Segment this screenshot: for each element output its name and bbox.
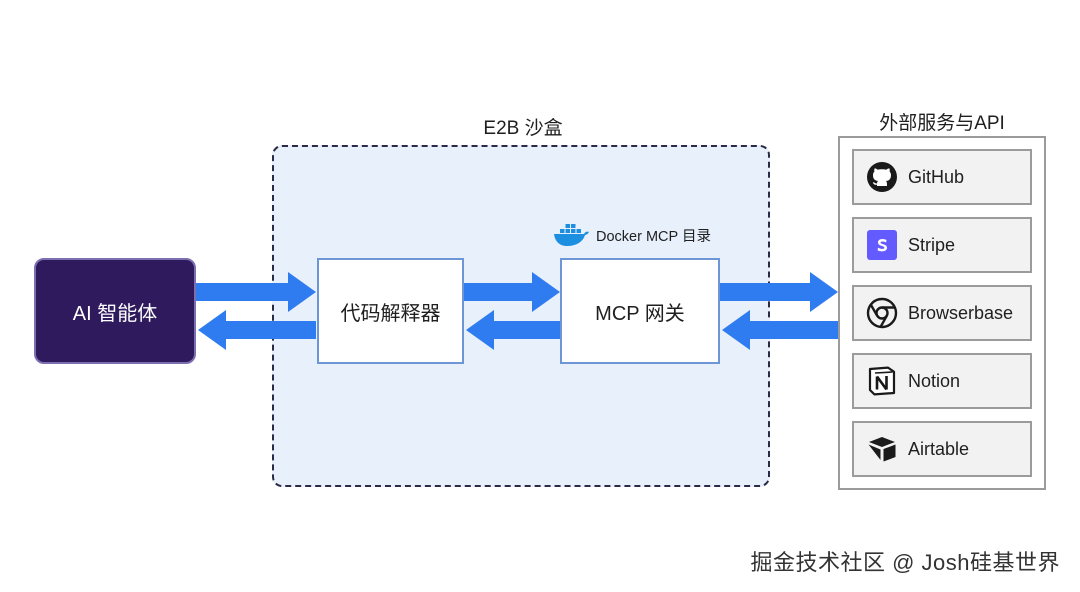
docker-mcp-catalog: Docker MCP 目录 xyxy=(552,222,711,248)
airtable-icon xyxy=(866,433,898,465)
stripe-icon xyxy=(866,229,898,261)
code-interpreter-node: 代码解释器 xyxy=(317,258,464,364)
service-airtable-label: Airtable xyxy=(908,438,970,459)
sandbox-title: E2B 沙盒 xyxy=(483,118,563,139)
service-airtable: Airtable xyxy=(852,421,1032,477)
arrow-interpreter-to-gateway xyxy=(464,272,560,312)
service-notion: Notion xyxy=(852,353,1032,409)
ai-agent-label: AI 智能体 xyxy=(72,302,158,325)
service-stripe: Stripe xyxy=(852,217,1032,273)
docker-whale-icon xyxy=(554,224,589,246)
arrow-agent-to-interpreter xyxy=(196,272,316,312)
ai-agent-node: AI 智能体 xyxy=(34,258,196,364)
mcp-gateway-label: MCP 网关 xyxy=(595,302,685,325)
service-stripe-label: Stripe xyxy=(908,234,956,255)
service-notion-label: Notion xyxy=(908,370,961,391)
code-interpreter-label: 代码解释器 xyxy=(340,302,441,325)
mcp-gateway-node: MCP 网关 xyxy=(560,258,720,364)
arrow-gateway-to-external xyxy=(720,272,838,312)
service-github-label: GitHub xyxy=(908,166,965,187)
github-icon xyxy=(866,161,898,193)
arrow-gateway-to-interpreter xyxy=(466,310,560,350)
arrow-interpreter-to-agent xyxy=(198,310,316,350)
docker-mcp-catalog-label: Docker MCP 目录 xyxy=(596,228,711,245)
service-browserbase-label: Browserbase xyxy=(908,302,1014,323)
service-github: GitHub xyxy=(852,149,1032,205)
notion-icon xyxy=(866,365,898,397)
browserbase-icon xyxy=(866,297,898,329)
service-browserbase: Browserbase xyxy=(852,285,1032,341)
external-services-title: 外部服务与API xyxy=(879,113,1005,134)
watermark: 掘金技术社区 @ Josh硅基世界 xyxy=(750,550,1060,575)
arrow-external-to-gateway xyxy=(722,310,838,350)
